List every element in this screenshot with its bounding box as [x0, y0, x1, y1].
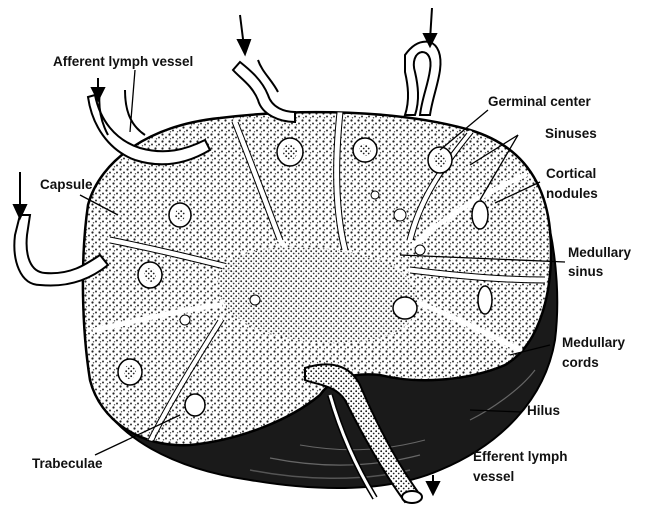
label-cortical-nodules-1: Cortical [546, 166, 596, 182]
label-capsule: Capsule [40, 177, 93, 193]
label-medullary-sinus-2: sinus [568, 264, 603, 280]
label-medullary-cords-1: Medullary [562, 335, 625, 351]
label-hilus: Hilus [527, 403, 560, 419]
label-germinal-center: Germinal center [488, 94, 591, 110]
label-efferent-lymph-vessel-2: vessel [473, 469, 514, 485]
label-afferent-lymph-vessel: Afferent lymph vessel [53, 54, 193, 70]
label-cortical-nodules-2: nodules [546, 186, 598, 202]
label-trabeculae: Trabeculae [32, 456, 103, 472]
label-efferent-lymph-vessel-1: Efferent lymph [473, 449, 568, 465]
label-medullary-sinus-1: Medullary [568, 245, 631, 261]
label-sinuses: Sinuses [545, 126, 597, 142]
label-medullary-cords-2: cords [562, 355, 599, 371]
